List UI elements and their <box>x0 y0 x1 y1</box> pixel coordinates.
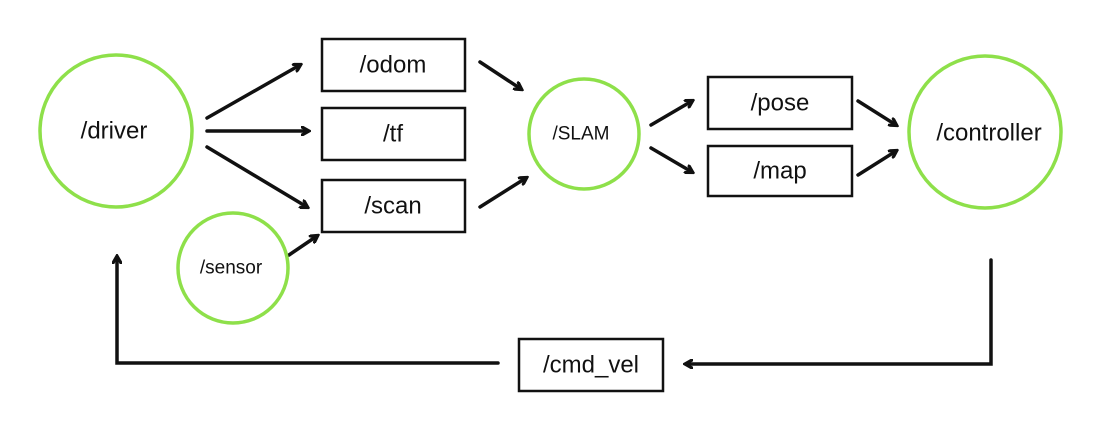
topic-map: /map <box>706 144 854 198</box>
node-slam-label: /SLAM <box>552 124 609 145</box>
node-driver-circle <box>38 53 194 209</box>
edge-odom-to-slam <box>478 60 521 89</box>
topic-cmd-vel-box <box>517 337 665 393</box>
edge-sensor-to-scan <box>287 236 317 257</box>
nodes: /driver /sensor /SLAM /controller <box>38 53 1063 325</box>
topic-pose: /pose <box>706 75 854 131</box>
edge-pose-to-controller <box>856 99 896 125</box>
edge-driver-to-scan <box>205 145 307 207</box>
edge-map-to-controller <box>856 151 896 177</box>
edge-cmd-vel-to-driver <box>117 257 500 365</box>
node-controller-label: /controller <box>936 120 1041 147</box>
node-driver: /driver <box>38 53 194 209</box>
topic-cmd-vel-label: /cmd_vel <box>543 352 639 379</box>
node-driver-label: /driver <box>81 118 148 145</box>
topic-odom-box <box>320 37 467 93</box>
node-slam-circle <box>527 77 641 191</box>
topic-tf: /tf <box>320 106 467 162</box>
topic-scan-box <box>320 178 467 234</box>
topic-scan-label: /scan <box>364 193 421 220</box>
topic-tf-box <box>320 106 467 162</box>
edge-slam-to-map <box>649 146 692 172</box>
topic-pose-label: /pose <box>751 90 810 117</box>
edges <box>117 60 993 365</box>
node-sensor: /sensor <box>176 211 290 325</box>
topic-pose-box <box>706 75 854 131</box>
topic-odom: /odom <box>320 37 467 93</box>
topic-scan: /scan <box>320 178 467 234</box>
edge-controller-to-cmd-vel <box>686 258 993 364</box>
topic-tf-label: /tf <box>383 121 403 148</box>
node-sensor-circle <box>176 211 290 325</box>
node-sensor-label: /sensor <box>200 258 263 279</box>
edge-slam-to-pose <box>649 101 692 127</box>
edge-scan-to-slam <box>478 178 526 209</box>
edge-driver-to-odom <box>205 65 300 120</box>
node-controller: /controller <box>907 54 1063 210</box>
node-controller-circle <box>907 54 1063 210</box>
topic-map-box <box>706 144 854 198</box>
topics: /odom /tf /scan /pose /map /cmd_vel <box>320 37 854 393</box>
node-slam: /SLAM <box>527 77 641 191</box>
topic-map-label: /map <box>753 158 806 185</box>
topic-cmd-vel: /cmd_vel <box>517 337 665 393</box>
topic-odom-label: /odom <box>360 52 427 79</box>
